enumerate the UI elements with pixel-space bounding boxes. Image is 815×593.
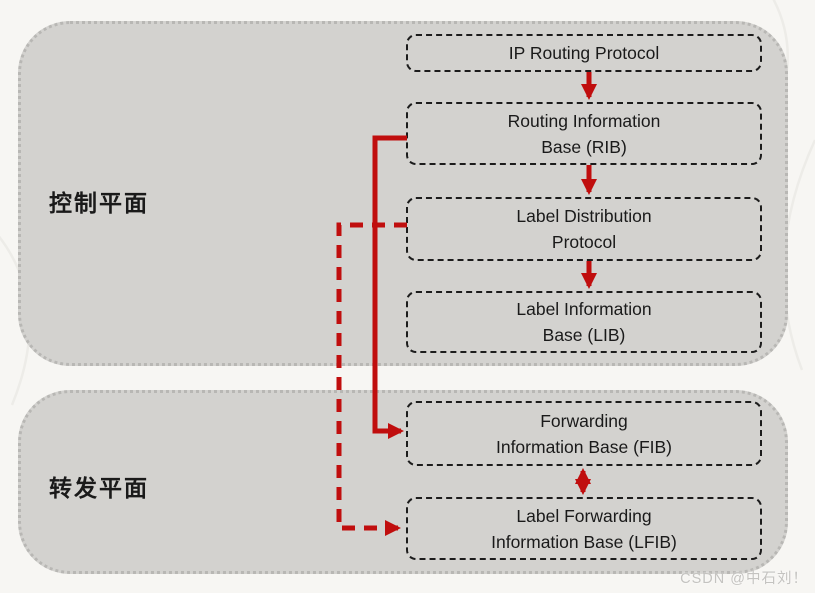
node-lib: Label Information Base (LIB) — [406, 291, 762, 353]
node-ip-routing-protocol-line1: IP Routing Protocol — [508, 43, 660, 63]
node-label-distribution-protocol: Label Distribution Protocol — [406, 197, 762, 261]
node-rib-line1: Routing Information — [507, 110, 661, 131]
node-fib: Forwarding Information Base (FIB) — [406, 401, 762, 466]
node-ldp-line1: Label Distribution — [516, 206, 652, 226]
node-ip-routing-protocol: IP Routing Protocol — [406, 34, 762, 72]
node-fib-line1: Forwarding — [540, 410, 628, 431]
forwarding-plane-label: 转发平面 — [49, 476, 149, 502]
csdn-watermark: CSDN @中石刘！ — [680, 571, 808, 587]
node-lib-line1: Label Information — [516, 299, 652, 319]
node-rib: Routing Information Base (RIB) — [406, 102, 762, 165]
node-lfib: Label Forwarding Information Base (LFIB) — [406, 497, 762, 560]
node-fib-line2: Information Base (FIB) — [495, 436, 673, 457]
node-lfib-line2: Information Base (LFIB) — [491, 531, 677, 552]
decor-curve-bottom-right — [782, 139, 815, 371]
node-ldp-line2: Protocol — [551, 232, 617, 252]
control-plane-label: 控制平面 — [49, 191, 149, 217]
node-rib-line2: Base (RIB) — [541, 136, 627, 157]
node-lib-line2: Base (LIB) — [542, 325, 626, 345]
node-lfib-line1: Label Forwarding — [516, 505, 652, 526]
